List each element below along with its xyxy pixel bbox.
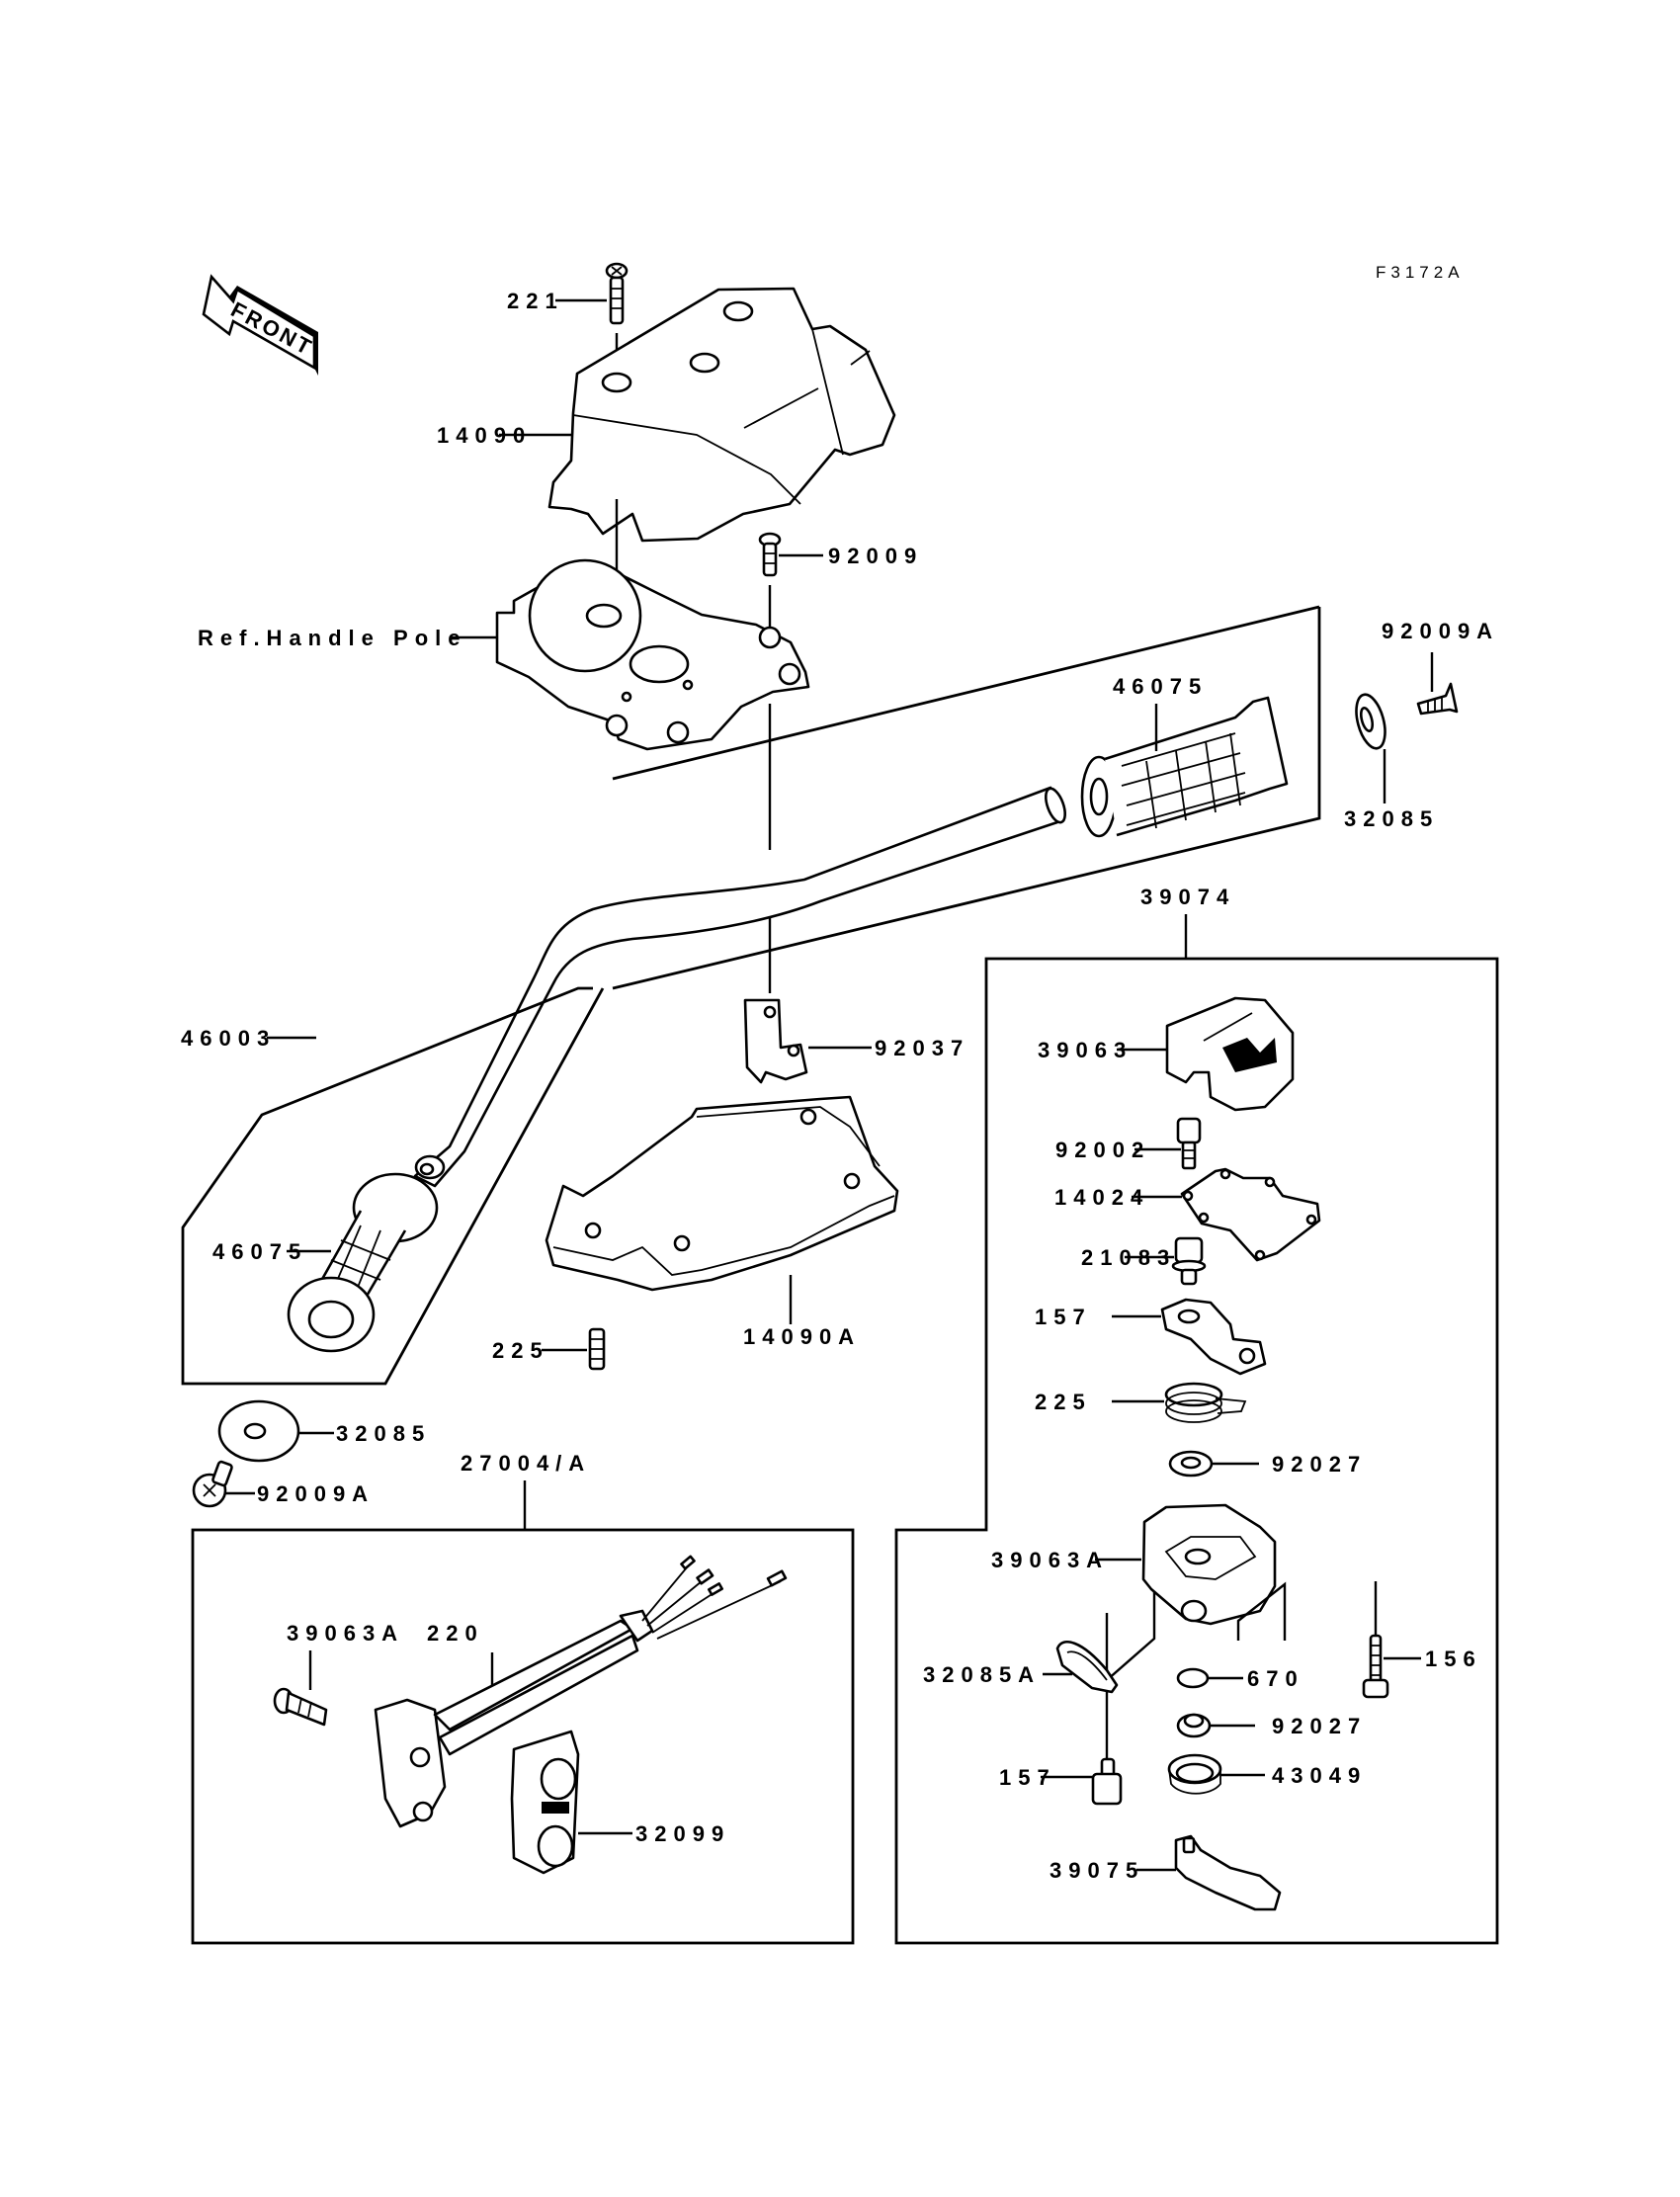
washer-92027-top-icon [1168,1450,1214,1478]
cover-39063-icon [1165,996,1295,1112]
part-label-39063A: 39063A [991,1548,1109,1572]
part-label-43049: 43049 [1272,1763,1367,1788]
part-label-21083: 157 [1035,1305,1092,1329]
switch-32099-icon [510,1730,580,1875]
part-label-221: 221 [507,289,564,313]
part-label-32085A: 32085A [923,1662,1041,1687]
switch-group-frame-27004A [191,1528,855,1945]
part-label-225: 225 [492,1338,549,1363]
screw-92009A-left-icon [192,1460,233,1508]
bolt-157-top-icon [1171,1236,1207,1286]
plate-14024-icon [1180,1167,1321,1262]
screw-92009-icon [758,532,782,577]
part-label-46003: 46003 [181,1026,276,1051]
throttle-group-frame-39074 [894,957,1499,1945]
part-label-220: 39063A [287,1621,404,1646]
part-label-92037: 92037 [875,1036,969,1060]
switch-32099AB-icon [374,1555,788,1828]
part-label-14024: 14024 [1054,1185,1149,1210]
part-label-92009A-left: 92009A [257,1481,375,1506]
washer-32085-left-icon [217,1399,300,1463]
lever-21083-icon [1160,1298,1267,1376]
cover-14090-icon [547,287,896,543]
grip-46075-right-icon [1080,696,1289,838]
grip-group-frame-right [612,607,1321,990]
bolt-156-icon [1362,1634,1389,1699]
seal-43049-icon [1167,1753,1222,1795]
part-label-92081: 225 [1035,1390,1092,1414]
part-label-157-top: 21083 [1081,1245,1176,1270]
throttle-lever-39075-icon [1174,1834,1282,1911]
part-label-39075: 39075 [1050,1858,1144,1883]
part-label-32099AB: 220 [427,1621,484,1646]
part-label-39063: 39063 [1038,1038,1133,1062]
reference-label-handle-pole: Ref.Handle Pole [198,626,466,650]
screw-92009A-right-icon [1416,682,1459,716]
figure-id: F3172A [1376,263,1465,282]
part-label-92009A-right: 92009A [1382,619,1499,643]
part-label-92009: 92009 [828,544,923,568]
part-label-157-bottom: 157 [999,1765,1056,1790]
screw-221-icon [605,262,629,325]
bolt-220-icon [273,1687,328,1727]
part-label-670: 670 [1247,1666,1304,1691]
part-label-39074: 39074 [1140,885,1235,909]
clamp-92037-icon [743,998,808,1084]
part-label-14090A: 14090A [743,1324,861,1349]
part-label-46075-right: 46075 [1113,674,1208,699]
handle-pole-plate-icon [495,558,810,751]
bolt-92002-icon [1176,1117,1202,1170]
washer-92027-bottom-icon [1176,1713,1212,1738]
part-label-14090: 14090 [437,423,532,448]
bolt-225-icon [588,1327,606,1371]
part-label-32099: 32099 [635,1821,730,1846]
part-label-32085-left: 32085 [336,1421,431,1446]
part-label-46075-left: 46075 [212,1239,307,1264]
part-label-27004A: 27004/A [461,1451,591,1476]
part-label-32085-right: 32085 [1344,806,1439,831]
bolt-157-bottom-icon [1091,1757,1123,1806]
grip-46075-left-icon [287,1172,439,1353]
plate-32085A-icon [1055,1640,1119,1694]
part-label-92002: 92002 [1055,1138,1150,1162]
front-arrow-icon: FRONT [202,274,318,376]
cover-14090A-icon [545,1095,899,1292]
part-label-92027-top: 92027 [1272,1452,1367,1477]
handlebar-group-frame-left [181,986,605,1386]
o-ring-670-icon [1176,1667,1210,1689]
spring-92081-icon [1164,1382,1247,1423]
part-label-92027-bottom: 92027 [1272,1714,1367,1738]
washer-32085-right-icon [1355,693,1386,750]
housing-39063A-icon [1141,1503,1277,1626]
handlebar-46003-icon [413,786,1067,1188]
part-label-156: 156 [1425,1647,1482,1671]
